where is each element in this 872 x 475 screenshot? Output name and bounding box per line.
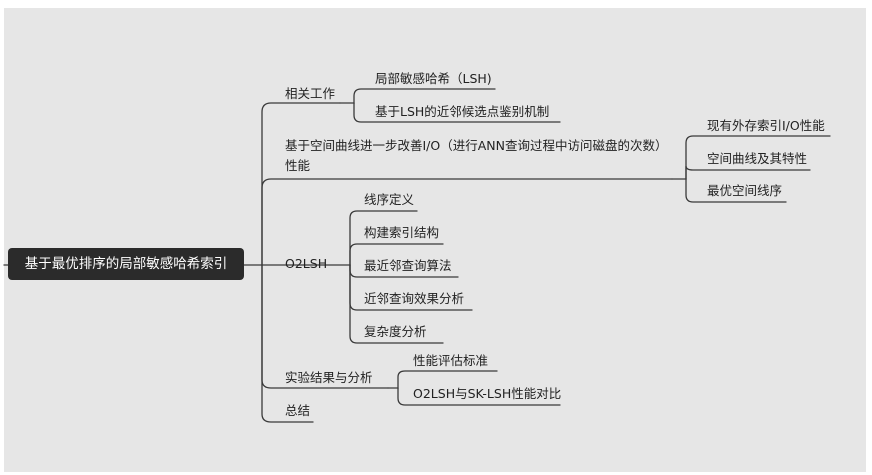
child-nn-query[interactable]: 最近邻查询算法 — [364, 258, 452, 273]
child-line-lsh-candidate — [353, 102, 561, 123]
child-line-io — [671, 135, 831, 180]
child-evaluation[interactable]: 性能评估标准 — [413, 353, 489, 368]
child-query-analysis[interactable]: 近邻查询效果分析 — [364, 291, 465, 306]
child-line-build-index — [349, 243, 444, 266]
child-order-definition[interactable]: 线序定义 — [364, 192, 415, 207]
branch-space-curve-line1[interactable]: 基于空间曲线进一步改善I/O（进行ANN查询过程中访问磁盘的次数） — [285, 138, 668, 153]
root-topic[interactable]: 基于最优排序的局部敏感哈希索引 — [8, 248, 244, 280]
branch-o2lsh[interactable]: O2LSH — [285, 256, 328, 271]
child-lsh[interactable]: 局部敏感哈希（LSH) — [375, 71, 492, 86]
child-lsh-candidate[interactable]: 基于LSH的近邻候选点鉴别机制 — [375, 104, 550, 119]
child-optimal-order[interactable]: 最优空间线序 — [707, 183, 783, 198]
child-line-order-def — [349, 210, 418, 266]
canvas-background — [4, 8, 866, 472]
child-build-index[interactable]: 构建索引结构 — [364, 225, 440, 240]
branch-line-related-work — [261, 102, 341, 266]
branch-line-summary — [261, 264, 314, 423]
child-curve-feature[interactable]: 空间曲线及其特性 — [707, 151, 808, 166]
child-comparison[interactable]: O2LSH与SK-LSH性能对比 — [413, 386, 562, 401]
child-line-lsh — [339, 88, 496, 104]
branch-space-curve-line2[interactable]: 性能 — [285, 158, 311, 173]
branch-summary[interactable]: 总结 — [285, 403, 311, 418]
child-line-eval — [387, 370, 498, 389]
child-io-performance[interactable]: 现有外存索引I/O性能 — [707, 118, 825, 133]
branch-line-space-curve — [261, 178, 673, 266]
child-line-complexity — [349, 264, 444, 344]
child-line-curve-feature — [685, 165, 811, 180]
child-complexity[interactable]: 复杂度分析 — [364, 324, 427, 339]
branch-experiment[interactable]: 实验结果与分析 — [285, 370, 373, 385]
child-line-compare — [397, 387, 561, 406]
child-line-optimal-order — [685, 178, 787, 203]
branch-related-work[interactable]: 相关工作 — [285, 86, 336, 101]
